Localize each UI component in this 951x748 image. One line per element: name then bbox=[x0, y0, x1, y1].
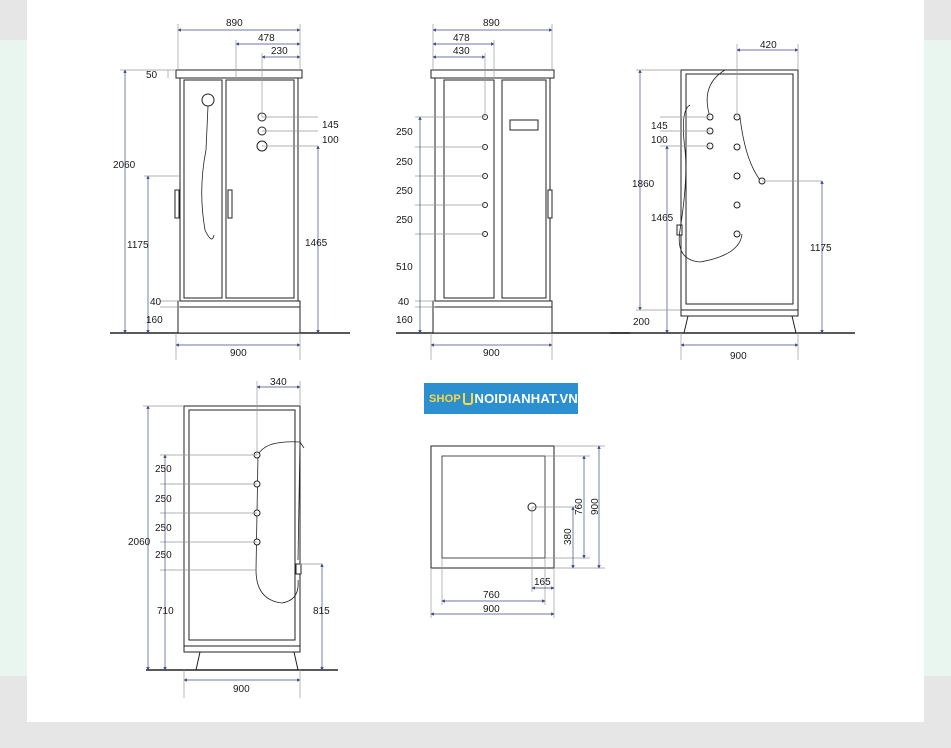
front-height-40: 40 bbox=[150, 297, 162, 308]
plan-view-dimensions bbox=[430, 445, 605, 618]
left-spacing-1: 250 bbox=[155, 464, 172, 475]
right-side-view bbox=[610, 69, 855, 334]
back-spacing-4: 250 bbox=[396, 215, 413, 226]
left-side-view bbox=[146, 405, 338, 671]
front-width-230: 230 bbox=[271, 46, 288, 57]
left-height-2060: 2060 bbox=[128, 537, 151, 548]
front-width-890: 890 bbox=[226, 18, 243, 29]
plan-width-380: 380 bbox=[563, 528, 574, 545]
right-height-1175: 1175 bbox=[810, 243, 832, 254]
back-view bbox=[396, 69, 630, 334]
plan-view-labels: 760 900 380 165 760 900 bbox=[483, 498, 601, 615]
left-spacing-3: 250 bbox=[155, 523, 172, 534]
left-base-900: 900 bbox=[233, 684, 250, 695]
right-side-view-labels: 420 145 100 1860 1465 200 1175 900 bbox=[632, 40, 832, 362]
front-width-478: 478 bbox=[258, 33, 275, 44]
left-height-815: 815 bbox=[313, 606, 330, 617]
front-height-100: 100 bbox=[322, 135, 339, 146]
plan-offset-165: 165 bbox=[534, 577, 551, 588]
back-view-labels: 890 478 430 250 250 250 250 510 40 160 9… bbox=[396, 18, 500, 359]
back-spacing-510: 510 bbox=[396, 262, 413, 273]
back-view-dimensions bbox=[415, 24, 553, 360]
back-spacing-3: 250 bbox=[396, 186, 413, 197]
back-width-890: 890 bbox=[483, 18, 500, 29]
site-logo[interactable]: SHOP NOIDIANHAT.VN bbox=[424, 383, 578, 414]
right-height-145: 145 bbox=[651, 121, 668, 132]
front-height-1465: 1465 bbox=[305, 238, 328, 249]
left-side-view-labels: 340 2060 250 250 250 250 710 815 900 bbox=[128, 377, 330, 695]
left-width-340: 340 bbox=[270, 377, 287, 388]
front-base-900: 900 bbox=[230, 348, 247, 359]
plan-outer-900: 900 bbox=[483, 604, 500, 615]
left-height-710: 710 bbox=[157, 606, 174, 617]
plan-width-760: 760 bbox=[574, 498, 585, 515]
front-height-2060: 2060 bbox=[113, 160, 136, 171]
left-side-view-dimensions bbox=[143, 381, 324, 698]
front-height-1175: 1175 bbox=[127, 240, 149, 251]
logo-name: NOIDIANHAT.VN bbox=[474, 391, 578, 406]
plan-inner-760: 760 bbox=[483, 590, 500, 601]
side-margin-left bbox=[0, 40, 27, 676]
front-height-145: 145 bbox=[322, 120, 339, 131]
back-base-900: 900 bbox=[483, 348, 500, 359]
front-height-50: 50 bbox=[146, 70, 158, 81]
right-base-900: 900 bbox=[730, 351, 747, 362]
back-spacing-2: 250 bbox=[396, 157, 413, 168]
left-spacing-2: 250 bbox=[155, 494, 172, 505]
back-width-478: 478 bbox=[453, 33, 470, 44]
back-spacing-1: 250 bbox=[396, 127, 413, 138]
side-margin-right bbox=[924, 40, 951, 676]
right-width-420: 420 bbox=[760, 40, 777, 51]
back-spacing-40: 40 bbox=[398, 297, 410, 308]
back-spacing-160: 160 bbox=[396, 315, 413, 326]
right-height-1465: 1465 bbox=[651, 213, 674, 224]
front-view-labels: 890 478 230 50 2060 1175 40 160 145 100 … bbox=[113, 18, 339, 359]
left-spacing-4: 250 bbox=[155, 550, 172, 561]
back-width-430: 430 bbox=[453, 46, 470, 57]
plan-width-900: 900 bbox=[590, 498, 601, 515]
right-height-1860: 1860 bbox=[632, 179, 655, 190]
logo-prefix: SHOP bbox=[429, 392, 461, 405]
right-height-200: 200 bbox=[633, 317, 650, 328]
front-view bbox=[110, 69, 350, 334]
cart-icon bbox=[462, 392, 473, 405]
front-height-160: 160 bbox=[146, 315, 163, 326]
front-view-dimensions bbox=[120, 24, 320, 360]
right-height-100: 100 bbox=[651, 135, 668, 146]
right-side-view-dimensions bbox=[636, 44, 824, 360]
